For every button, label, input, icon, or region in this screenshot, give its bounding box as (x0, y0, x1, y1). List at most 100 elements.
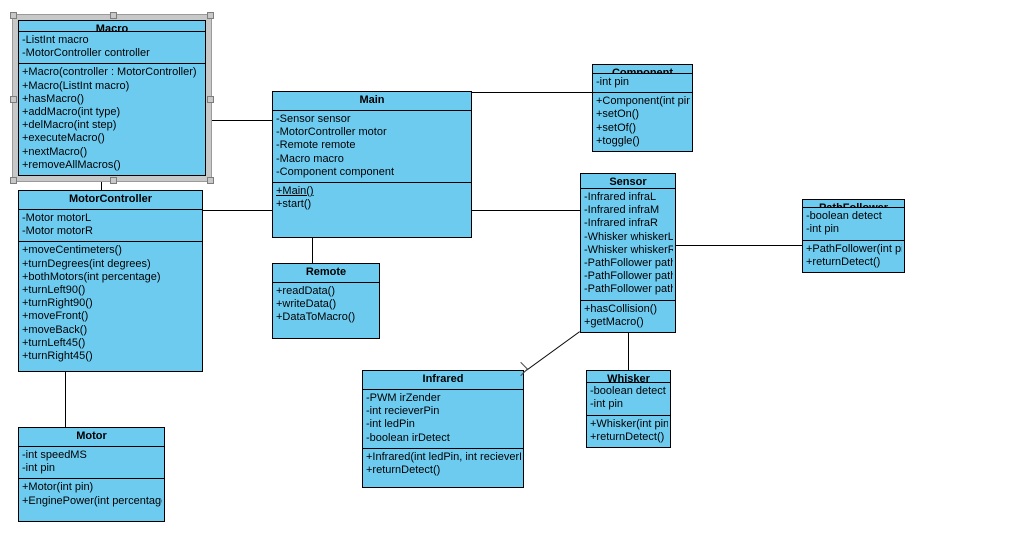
method-row: +moveCentimeters() (22, 244, 122, 257)
class-attributes-motorcontroller: -Motor motorL -Motor motorR (19, 210, 202, 243)
association-sensor-whisker (628, 332, 629, 370)
class-methods-sensor: +hasCollision() +getMacro() (581, 301, 675, 332)
attribute-row: -Macro macro (276, 152, 344, 165)
class-methods-motorcontroller: +moveCentimeters() +turnDegrees(int degr… (19, 242, 202, 371)
method-row: +toggle() (596, 134, 640, 147)
method-row: +moveBack() (22, 323, 88, 336)
attribute-row: -ListInt macro (22, 33, 89, 46)
class-methods-remote: +readData() +writeData() +DataToMacro() (273, 283, 379, 338)
method-row: +start() (276, 198, 312, 211)
method-row: +setOf() (596, 121, 637, 134)
association-macro-motorcontroller (101, 180, 102, 197)
class-box-component[interactable]: Component -int pin +Component(int pin) +… (592, 64, 693, 152)
class-box-main[interactable]: Main -Sensor sensor -MotorController mot… (272, 91, 472, 238)
class-title-motorcontroller: MotorController (19, 191, 202, 210)
class-title-pathfollower: PathFollower (803, 200, 904, 209)
method-row: +returnDetect() (590, 430, 665, 443)
association-sensor-infrared (522, 331, 580, 374)
method-row: +addMacro(int type) (22, 105, 121, 118)
class-methods-motor: +Motor(int pin) +EnginePower(int percent… (19, 479, 164, 521)
class-box-sensor[interactable]: Sensor -Infrared infraL -Infrared infraM… (580, 173, 676, 333)
attribute-row: -Infrared infraL (584, 190, 657, 203)
method-row: +delMacro(int step) (22, 119, 117, 132)
class-methods-whisker: +Whisker(int pin) +returnDetect() (587, 416, 670, 447)
class-attributes-motor: -int speedMS -int pin (19, 447, 164, 480)
class-attributes-pathfollower: -boolean detect -int pin (803, 208, 904, 241)
selection-handle-nw[interactable] (10, 12, 17, 19)
method-row: +writeData() (276, 298, 337, 311)
association-sensor-pathfollower (676, 245, 802, 246)
method-row: +returnDetect() (366, 464, 441, 477)
class-title-main: Main (273, 92, 471, 111)
method-row: +turnLeft90() (22, 284, 86, 297)
class-methods-infrared: +Infrared(int ledPin, int recieverPin) +… (363, 449, 523, 487)
selection-handle-e[interactable] (207, 96, 214, 103)
class-box-whisker[interactable]: Whisker -boolean detect -int pin +Whiske… (586, 370, 671, 448)
attribute-row: -PWM irZender (366, 392, 441, 404)
method-row: +PathFollower(int pin) (806, 242, 902, 255)
class-attributes-whisker: -boolean detect -int pin (587, 383, 670, 416)
attribute-row: -Whisker whiskerR (584, 243, 673, 256)
method-row: +Macro(ListInt macro) (22, 79, 130, 92)
class-box-remote[interactable]: Remote +readData() +writeData() +DataToM… (272, 263, 380, 339)
selection-handle-sw[interactable] (10, 177, 17, 184)
attribute-row: -Motor motorR (22, 225, 93, 238)
attribute-row: -PathFollower pathM (584, 270, 673, 283)
method-row: +returnDetect() (806, 255, 881, 268)
method-row: +DataToMacro() (276, 311, 356, 324)
method-row: +Infrared(int ledPin, int recieverPin) (366, 450, 521, 463)
class-attributes-main: -Sensor sensor -MotorController motor -R… (273, 111, 471, 184)
selection-handle-s[interactable] (110, 177, 117, 184)
method-row: +nextMacro() (22, 145, 88, 158)
class-title-component: Component (593, 65, 692, 74)
attribute-row: -MotorController controller (22, 47, 150, 60)
class-methods-main: +Main() +start() (273, 183, 471, 237)
class-box-macro[interactable]: Macro -ListInt macro -MotorController co… (18, 20, 206, 176)
selection-handle-n[interactable] (110, 12, 117, 19)
association-macro-main (190, 120, 272, 121)
attribute-row: -PathFollower pathL (584, 256, 673, 269)
attribute-row: -Sensor sensor (276, 113, 351, 125)
attribute-row: -Infrared infraM (584, 204, 660, 217)
attribute-row: -MotorController motor (276, 126, 387, 139)
attribute-row: -boolean irDetect (366, 431, 450, 444)
association-main-remote (312, 238, 313, 264)
class-title-whisker: Whisker (587, 371, 670, 384)
attribute-row: -PathFollower pathR (584, 283, 673, 296)
attribute-row: -Whisker whiskerL (584, 230, 673, 243)
class-attributes-infrared: -PWM irZender -int recieverPin -int ledP… (363, 390, 523, 449)
method-row: +hasCollision() (584, 302, 658, 315)
selection-handle-se[interactable] (207, 177, 214, 184)
method-row: +executeMacro() (22, 132, 105, 145)
attribute-row: -int speedMS (22, 449, 87, 461)
class-box-infrared[interactable]: Infrared -PWM irZender -int recieverPin … (362, 370, 524, 488)
selection-handle-w[interactable] (10, 96, 17, 103)
method-row: +readData() (276, 285, 336, 297)
attribute-row: -Motor motorL (22, 212, 92, 224)
method-row: +turnRight45() (22, 350, 93, 363)
class-box-motorcontroller[interactable]: MotorController -Motor motorL -Motor mot… (18, 190, 203, 372)
method-row: +Macro(controller : MotorController) (22, 66, 197, 79)
method-row: +removeAllMacros() (22, 158, 121, 171)
class-box-motor[interactable]: Motor -int speedMS -int pin +Motor(int p… (18, 427, 165, 522)
attribute-row: -int pin (22, 462, 56, 475)
method-row: +bothMotors(int percentage) (22, 270, 161, 283)
method-row: +moveFront() (22, 310, 89, 323)
attribute-row: -Remote remote (276, 139, 356, 152)
attribute-row: -int ledPin (366, 418, 415, 431)
class-title-infrared: Infrared (363, 371, 523, 390)
attribute-row: -boolean detect (806, 210, 882, 223)
class-methods-component: +Component(int pin) +setOn() +setOf() +t… (593, 93, 692, 151)
association-motorcontroller-motor (65, 372, 66, 428)
method-row: +Component(int pin) (596, 95, 690, 108)
attribute-row: -int pin (806, 223, 840, 236)
method-row: +turnDegrees(int degrees) (22, 257, 151, 270)
method-row: +EnginePower(int percentage) (22, 494, 162, 507)
selection-handle-ne[interactable] (207, 12, 214, 19)
class-box-pathfollower[interactable]: PathFollower -boolean detect -int pin +P… (802, 199, 905, 273)
method-row: +hasMacro() (22, 92, 85, 105)
attribute-row: -int pin (596, 75, 630, 88)
method-row: +turnLeft45() (22, 336, 86, 349)
method-row: +Whisker(int pin) (590, 417, 668, 430)
